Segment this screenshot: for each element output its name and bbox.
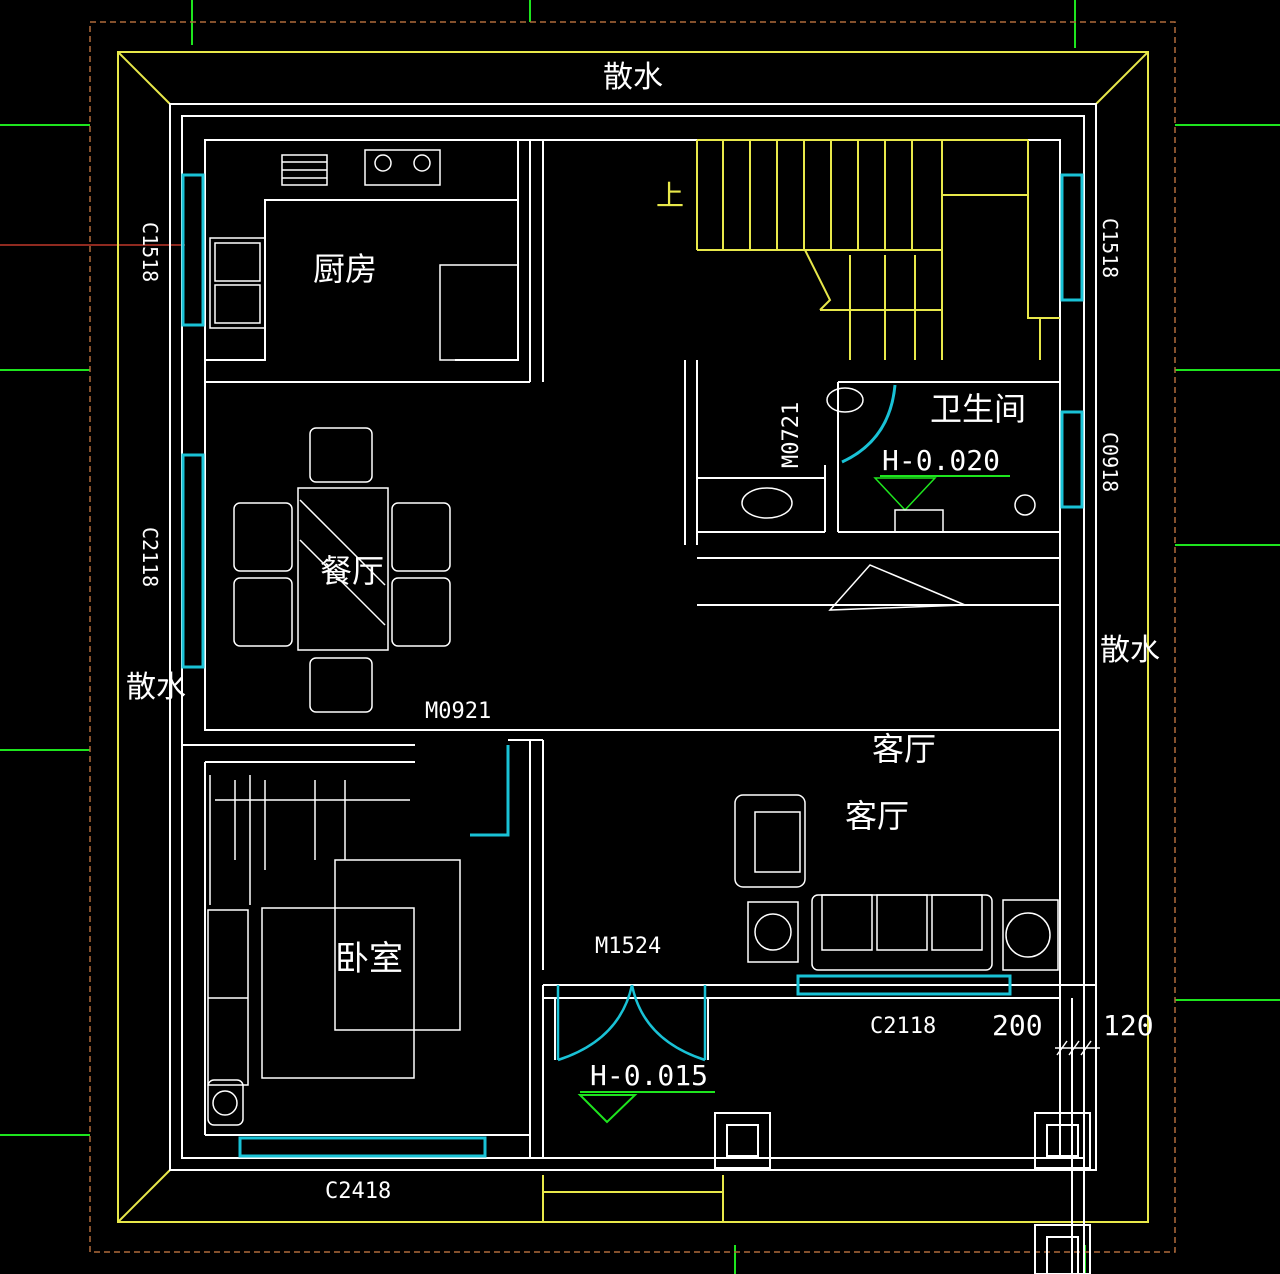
room-living-main: 客厅 — [872, 730, 936, 768]
living-furniture — [734, 564, 1059, 971]
dimension-120: 120 — [1103, 1009, 1154, 1042]
room-bathroom: 卫生间 — [930, 390, 1026, 428]
windows — [181, 173, 1084, 1158]
window-stair-label: C1518 — [1098, 218, 1122, 278]
level-bath-label: H-0.020 — [882, 444, 1000, 477]
window-bedroom — [238, 1136, 487, 1158]
window-living — [796, 974, 1012, 996]
window-stair — [1060, 173, 1084, 302]
dimension-200: 200 — [992, 1009, 1043, 1042]
room-living-sub: 客厅 — [845, 797, 909, 835]
piers — [714, 1112, 1091, 1274]
staircase — [696, 139, 1060, 360]
apron-label-left: 散水 — [126, 670, 186, 705]
bedroom-furniture — [207, 775, 461, 1126]
gas-stove — [364, 149, 441, 186]
window-bath — [1060, 410, 1084, 509]
window-kitchen — [181, 173, 205, 327]
room-dining: 餐厅 — [320, 552, 384, 590]
room-bedroom: 卧室 — [335, 939, 403, 979]
door-bath-label: M0721 — [779, 402, 804, 468]
window-kitchen-label: C1518 — [138, 222, 162, 282]
stair-up-label: 上 — [656, 179, 684, 212]
apron-label-top: 散水 — [603, 60, 663, 95]
apron-label-right: 散水 — [1100, 633, 1160, 668]
entrance-doors — [556, 984, 707, 1062]
interior-walls — [182, 140, 1096, 1274]
dimension-marks — [1055, 1040, 1100, 1056]
sink — [209, 237, 266, 329]
level-entrance-label: H-0.015 — [590, 1059, 708, 1092]
window-living-label: C2118 — [870, 1014, 936, 1039]
window-dining-label: C2118 — [138, 527, 162, 587]
window-bedroom-label: C2418 — [325, 1179, 391, 1204]
bath-fixtures — [741, 387, 1036, 533]
window-bath-label: C0918 — [1098, 432, 1122, 492]
window-dining — [181, 453, 205, 669]
dashed-boundary — [89, 21, 1176, 1253]
apron-outline — [117, 51, 1149, 1223]
kitchen-fixtures — [209, 149, 519, 361]
door-dining-label: M0921 — [425, 699, 491, 724]
dining-set — [233, 427, 451, 713]
level-markers — [577, 475, 1010, 1124]
room-kitchen: 厨房 — [313, 250, 377, 288]
door-entrance-label: M1524 — [595, 934, 661, 959]
